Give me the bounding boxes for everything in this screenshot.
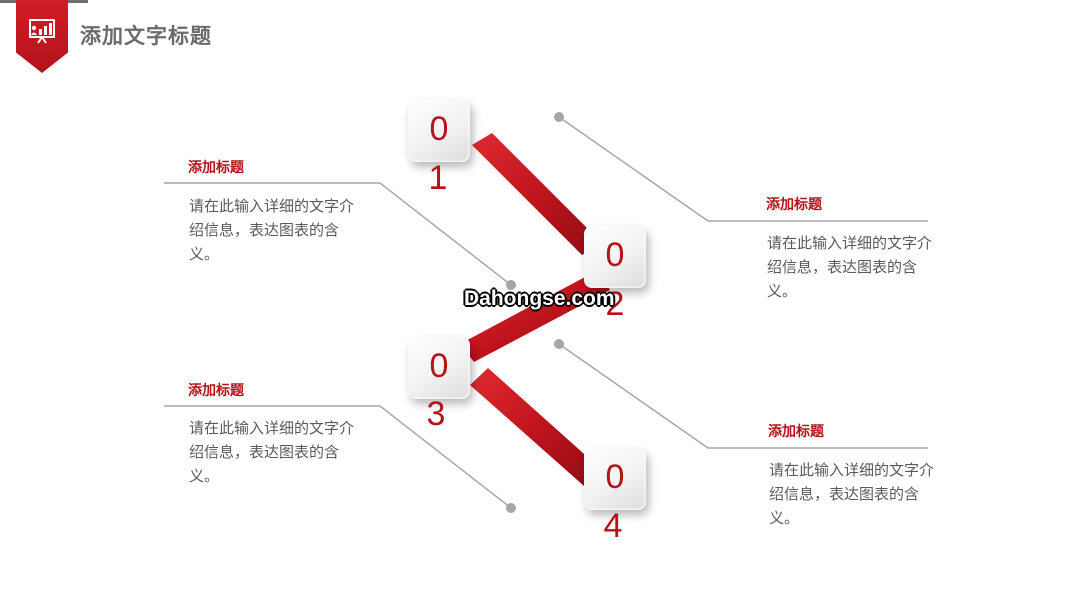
leader-dot-top-right	[554, 112, 564, 122]
step-card-number: 2	[605, 285, 625, 323]
step-card-3: 0	[408, 337, 470, 399]
label-title-top-left: 添加标题	[188, 160, 244, 176]
step-card-number: 3	[426, 395, 446, 433]
step-card-2: 0	[584, 226, 646, 288]
step-card-4: 0	[584, 448, 646, 510]
leader-dot-bottom-left	[506, 503, 516, 513]
leader-dot-top-left	[506, 280, 516, 290]
label-body-top-right: 请在此输入详细的文字介绍信息，表达图表的含义。	[767, 234, 933, 300]
step-card-number: 4	[603, 507, 623, 545]
label-body-bottom-left: 请在此输入详细的文字介绍信息，表达图表的含义。	[189, 419, 355, 485]
connector-band-1-2	[472, 133, 602, 255]
step-card-digit: 0	[605, 458, 625, 496]
step-card-number: 1	[428, 159, 448, 197]
connector-band-2-3	[460, 270, 610, 362]
presentation-chart-icon	[29, 19, 55, 44]
leader-line-top-left	[164, 182, 512, 286]
watermark-text: Dahongse.com	[464, 287, 615, 310]
leader-line-bottom-right	[558, 343, 928, 449]
step-card-1: 0	[408, 100, 470, 162]
page-title: 添加文字标题	[80, 24, 212, 48]
step-card-digit: 0	[429, 110, 449, 148]
leader-line-top-right	[558, 116, 928, 222]
step-card-digit: 0	[605, 236, 625, 274]
label-title-bottom-left: 添加标题	[188, 383, 244, 399]
label-body-bottom-right: 请在此输入详细的文字介绍信息，表达图表的含义。	[769, 461, 935, 527]
leader-dot-bottom-right	[554, 339, 564, 349]
connector-band-3-4	[470, 368, 602, 486]
step-card-digit: 0	[429, 347, 449, 385]
leader-line-bottom-left	[164, 405, 512, 509]
label-body-top-left: 请在此输入详细的文字介绍信息，表达图表的含义。	[189, 197, 355, 263]
label-title-top-right: 添加标题	[766, 197, 822, 213]
label-title-bottom-right: 添加标题	[768, 424, 824, 440]
